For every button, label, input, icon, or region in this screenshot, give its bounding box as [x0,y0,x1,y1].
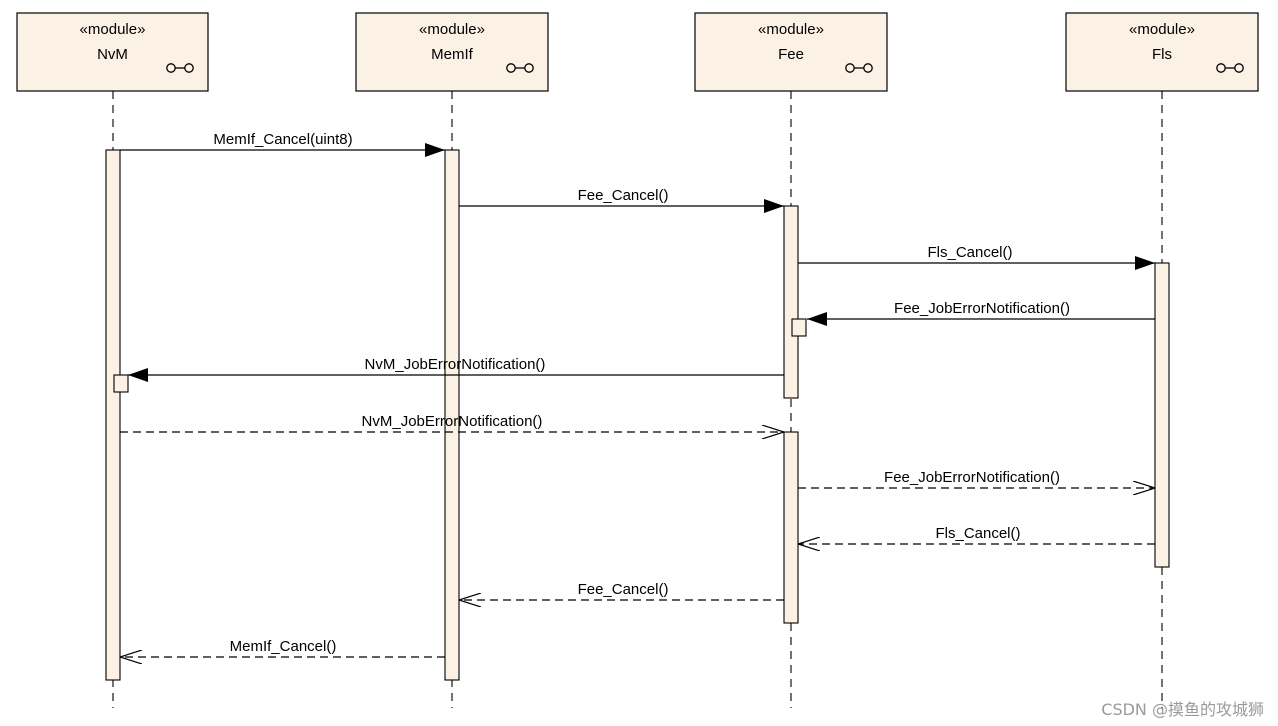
message-label: NvM_JobErrorNotification() [362,413,543,430]
participant-memif: «module» MemIf [355,12,549,92]
component-icon [1216,63,1244,73]
message-label: Fls_Cancel() [927,244,1012,261]
activation-bar-nvm [105,149,121,681]
participant-box [355,12,549,92]
message-5: NvM_JobErrorNotification() [128,356,784,382]
activation-bar-fee [783,205,799,399]
message-6: NvM_JobErrorNotification() [120,413,784,432]
message-1: MemIf_Cancel(uint8) [120,131,445,157]
participant-nvm: «module» NvM [16,12,209,92]
message-label: Fls_Cancel() [935,525,1020,542]
participant-box [16,12,209,92]
participant-name: Fls [1152,46,1172,63]
participant-name: MemIf [431,46,474,63]
participant-stereotype: «module» [80,21,146,38]
message-label: Fee_Cancel() [578,187,669,204]
activation-bar-fee [783,431,799,624]
watermark: CSDN @摸鱼的攻城狮 [1101,700,1264,719]
activation-bar-fls [1154,262,1170,568]
message-label: MemIf_Cancel() [230,638,337,655]
participant-name: NvM [97,46,128,63]
message-2: Fee_Cancel() [459,187,784,213]
component-icon [506,63,534,73]
message-label: NvM_JobErrorNotification() [365,356,546,373]
message-10: MemIf_Cancel() [120,638,445,657]
message-label: MemIf_Cancel(uint8) [213,131,352,148]
participant-stereotype: «module» [1129,21,1195,38]
nested-activation-fee [791,318,807,337]
component-icon [845,63,873,73]
participant-fls: «module» Fls [1065,12,1259,92]
participant-box [694,12,888,92]
participant-stereotype: «module» [419,21,485,38]
activation-bar-memif [444,149,460,681]
message-3: Fls_Cancel() [798,244,1155,270]
message-4: Fee_JobErrorNotification() [807,300,1155,326]
participant-name: Fee [778,46,804,63]
message-label: Fee_JobErrorNotification() [894,300,1070,317]
component-icon [166,63,194,73]
message-7: Fee_JobErrorNotification() [798,469,1155,488]
message-label: Fee_Cancel() [578,581,669,598]
message-label: Fee_JobErrorNotification() [884,469,1060,486]
message-9: Fee_Cancel() [459,581,784,600]
participant-box [1065,12,1259,92]
message-8: Fls_Cancel() [798,525,1155,544]
nested-activation-nvm [113,374,129,393]
participant-fee: «module» Fee [694,12,888,92]
participant-stereotype: «module» [758,21,824,38]
